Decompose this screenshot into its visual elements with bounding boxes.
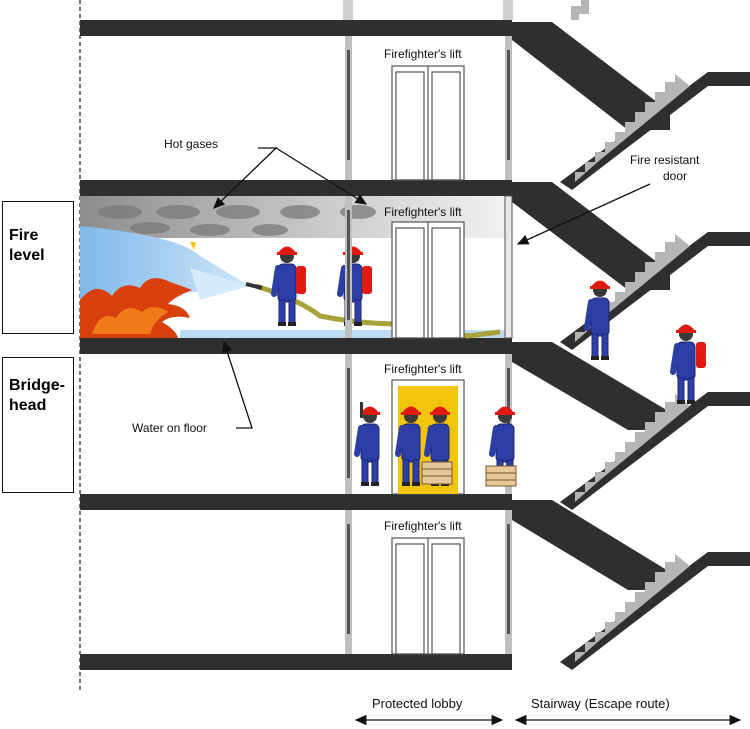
bridgehead-line-1: Bridge- [9,377,65,394]
lift-label-2: Firefighter's lift [384,205,462,219]
fire-level-line-2: level [9,247,45,264]
water-on-floor [180,330,506,338]
bridgehead-label: Bridge- head [2,357,74,493]
lift-label-3: Firefighter's lift [384,362,462,376]
water-on-floor-label: Water on floor [132,421,207,435]
hot-gases-label: Hot gases [164,137,218,151]
bridgehead-firefighters [357,402,516,486]
fire-resistant-door [504,195,513,339]
stairway-label: Stairway (Escape route) [531,696,670,711]
fire-level-line-1: Fire [9,227,39,244]
hot-gases-arrow-2 [275,147,368,205]
floor-slabs [80,20,512,670]
door-arrow [516,183,651,245]
fire-flames [80,278,192,338]
bridgehead-line-2: head [9,397,47,414]
fire-floor [80,196,512,339]
lift-doors [391,65,465,655]
protected-lobby-label: Protected lobby [372,696,463,711]
fire-level-label: Fire level [2,201,74,334]
stairway [512,0,750,670]
fire-resistant-door-label-2: door [663,169,687,183]
water-arrow [222,340,253,429]
stairway-firefighters [587,281,706,405]
lift-label-1: Firefighter's lift [384,47,462,61]
lift-label-4: Firefighter's lift [384,519,462,533]
fire-resistant-door-label-1: Fire resistant [630,153,700,167]
